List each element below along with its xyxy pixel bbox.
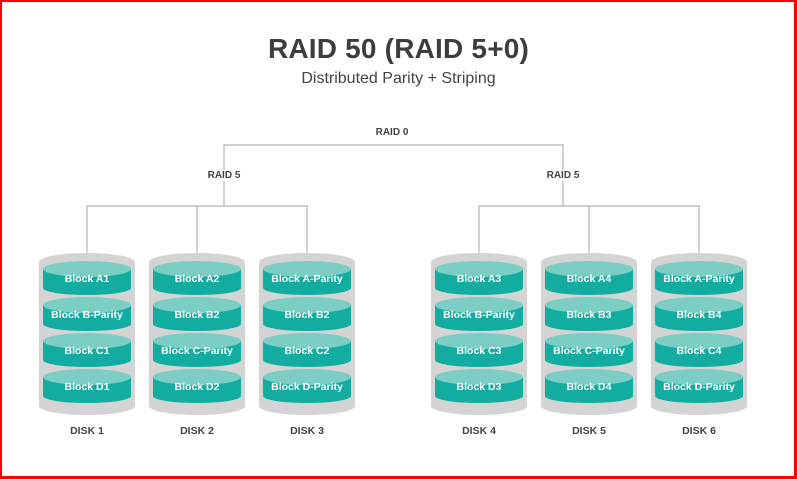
disk-block: Block D1 bbox=[43, 369, 131, 403]
raid5-right-label: RAID 5 bbox=[545, 170, 581, 181]
block-label: Block A-Parity bbox=[663, 273, 735, 285]
block-cap bbox=[153, 333, 241, 349]
block-cap bbox=[153, 261, 241, 277]
block-label: Block D4 bbox=[566, 381, 612, 393]
block-label: Block A4 bbox=[566, 273, 612, 285]
block-label: Block C3 bbox=[456, 345, 502, 357]
block-cap bbox=[263, 333, 351, 349]
block-cap bbox=[153, 369, 241, 385]
disk-block: Block D2 bbox=[153, 369, 241, 403]
block-cap bbox=[263, 297, 351, 313]
block-label: Block A1 bbox=[64, 273, 110, 285]
disk-block: Block C3 bbox=[435, 333, 523, 367]
disk-label: DISK 3 bbox=[290, 425, 324, 437]
block-label: Block D1 bbox=[64, 381, 110, 393]
raid0-label: RAID 0 bbox=[374, 127, 410, 138]
block-label: Block D3 bbox=[456, 381, 502, 393]
block-label: Block C-Parity bbox=[553, 345, 625, 357]
block-cap bbox=[435, 297, 523, 313]
disk-label: DISK 1 bbox=[70, 425, 104, 437]
disk-block: Block C-Parity bbox=[545, 333, 633, 367]
block-label: Block B4 bbox=[676, 309, 722, 321]
disk-block: Block A-Parity bbox=[263, 261, 351, 295]
block-cap bbox=[545, 369, 633, 385]
disk-block: Block A4 bbox=[545, 261, 633, 295]
disk-block: Block C1 bbox=[43, 333, 131, 367]
disk-block: Block B3 bbox=[545, 297, 633, 331]
disk-label: DISK 5 bbox=[572, 425, 606, 437]
block-cap bbox=[655, 369, 743, 385]
diagram-title: RAID 50 (RAID 5+0) bbox=[267, 33, 530, 64]
block-cap bbox=[655, 297, 743, 313]
block-label: Block D-Parity bbox=[271, 381, 343, 393]
disk-label: DISK 2 bbox=[180, 425, 214, 437]
block-cap bbox=[545, 261, 633, 277]
disk-block: Block C2 bbox=[263, 333, 351, 367]
block-label: Block B-Parity bbox=[51, 309, 123, 321]
disk-block: Block B2 bbox=[263, 297, 351, 331]
block-cap bbox=[43, 297, 131, 313]
block-label: Block C4 bbox=[676, 345, 722, 357]
block-cap bbox=[43, 333, 131, 349]
block-cap bbox=[263, 369, 351, 385]
block-label: Block B3 bbox=[566, 309, 612, 321]
disk-block: Block A2 bbox=[153, 261, 241, 295]
block-cap bbox=[263, 261, 351, 277]
raid5-left-label: RAID 5 bbox=[206, 170, 242, 181]
block-label: Block D-Parity bbox=[663, 381, 735, 393]
block-label: Block B2 bbox=[174, 309, 220, 321]
disk-block: Block C4 bbox=[655, 333, 743, 367]
disk-label: DISK 6 bbox=[682, 425, 716, 437]
disk-label: DISK 4 bbox=[462, 425, 496, 437]
block-cap bbox=[43, 261, 131, 277]
block-cap bbox=[435, 333, 523, 349]
diagram-subtitle: Distributed Parity + Striping bbox=[301, 70, 496, 87]
block-cap bbox=[545, 297, 633, 313]
block-cap bbox=[435, 369, 523, 385]
block-label: Block C2 bbox=[284, 345, 330, 357]
block-label: Block A3 bbox=[456, 273, 502, 285]
disk-block: Block B-Parity bbox=[43, 297, 131, 331]
disk-block: Block A-Parity bbox=[655, 261, 743, 295]
block-cap bbox=[435, 261, 523, 277]
disk-block: Block D3 bbox=[435, 369, 523, 403]
block-label: Block C1 bbox=[64, 345, 110, 357]
block-cap bbox=[43, 369, 131, 385]
raid0-connector bbox=[223, 144, 564, 206]
disk-block: Block D4 bbox=[545, 369, 633, 403]
disk-block: Block B4 bbox=[655, 297, 743, 331]
block-cap bbox=[655, 333, 743, 349]
block-cap bbox=[545, 333, 633, 349]
block-label: Block B-Parity bbox=[443, 309, 515, 321]
disk-block: Block B-Parity bbox=[435, 297, 523, 331]
disk-block: Block A1 bbox=[43, 261, 131, 295]
block-label: Block B2 bbox=[284, 309, 330, 321]
block-label: Block C-Parity bbox=[161, 345, 233, 357]
block-cap bbox=[655, 261, 743, 277]
block-label: Block A-Parity bbox=[271, 273, 343, 285]
block-label: Block A2 bbox=[174, 273, 220, 285]
block-cap bbox=[153, 297, 241, 313]
disk-block: Block D-Parity bbox=[263, 369, 351, 403]
disk-block: Block A3 bbox=[435, 261, 523, 295]
block-label: Block D2 bbox=[174, 381, 220, 393]
disk-block: Block B2 bbox=[153, 297, 241, 331]
disk-block: Block C-Parity bbox=[153, 333, 241, 367]
disk-block: Block D-Parity bbox=[655, 369, 743, 403]
